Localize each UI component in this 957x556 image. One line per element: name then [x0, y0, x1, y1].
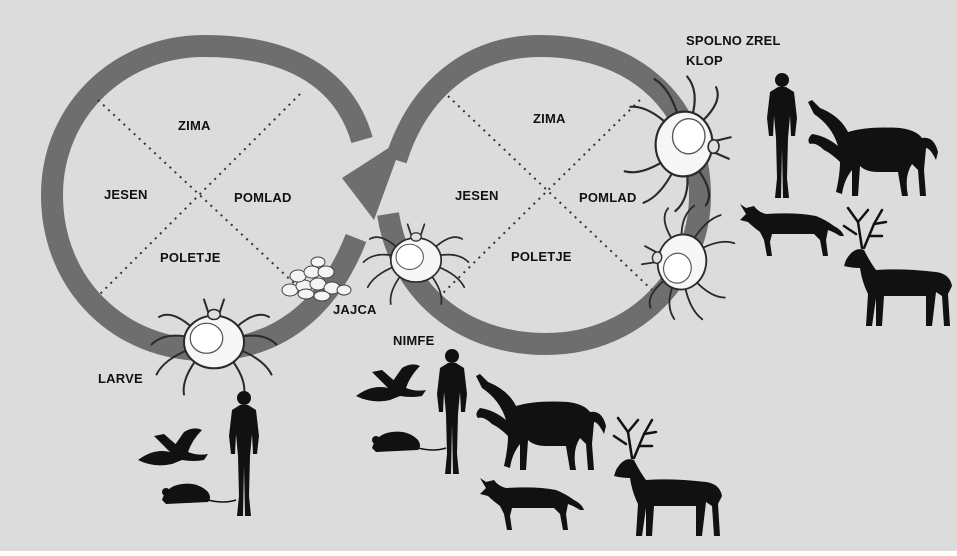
right-winter-label: ZIMA	[533, 111, 566, 126]
left-winter-label: ZIMA	[178, 118, 211, 133]
larva-label: LARVE	[98, 371, 143, 386]
left-spring-label: POMLAD	[234, 190, 292, 205]
nymph-label: NIMFE	[393, 333, 434, 348]
right-summer-label: POLETJE	[511, 249, 572, 264]
adult-tick-label-line1: SPOLNO ZREL	[686, 33, 781, 48]
adult-tick-label-line2: KLOP	[686, 53, 723, 68]
left-autumn-label: JESEN	[104, 187, 148, 202]
right-spring-label: POMLAD	[579, 190, 637, 205]
right-autumn-label: JESEN	[455, 188, 499, 203]
eggs-label: JAJCA	[333, 302, 377, 317]
left-summer-label: POLETJE	[160, 250, 221, 265]
